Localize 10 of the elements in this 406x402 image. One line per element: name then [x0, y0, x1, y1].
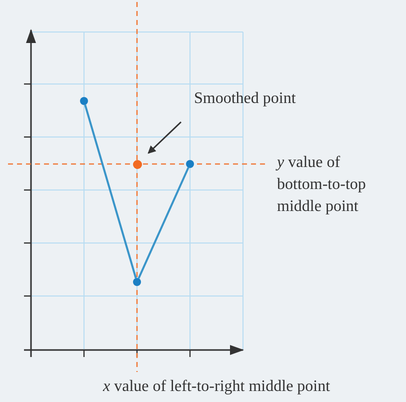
axis-value-label: x value of left-to-right middle point	[103, 377, 332, 397]
data-point	[80, 97, 88, 105]
line-segment	[138, 167, 190, 279]
data-point	[186, 160, 194, 168]
data-point	[133, 278, 141, 286]
smoothed-point	[132, 160, 142, 168]
line-segment	[84, 104, 137, 278]
callout-text: Smoothed point	[194, 88, 296, 110]
leader-arrow	[148, 121, 182, 154]
axis-value-label: y value of bottom-to-top middle point	[277, 153, 367, 217]
